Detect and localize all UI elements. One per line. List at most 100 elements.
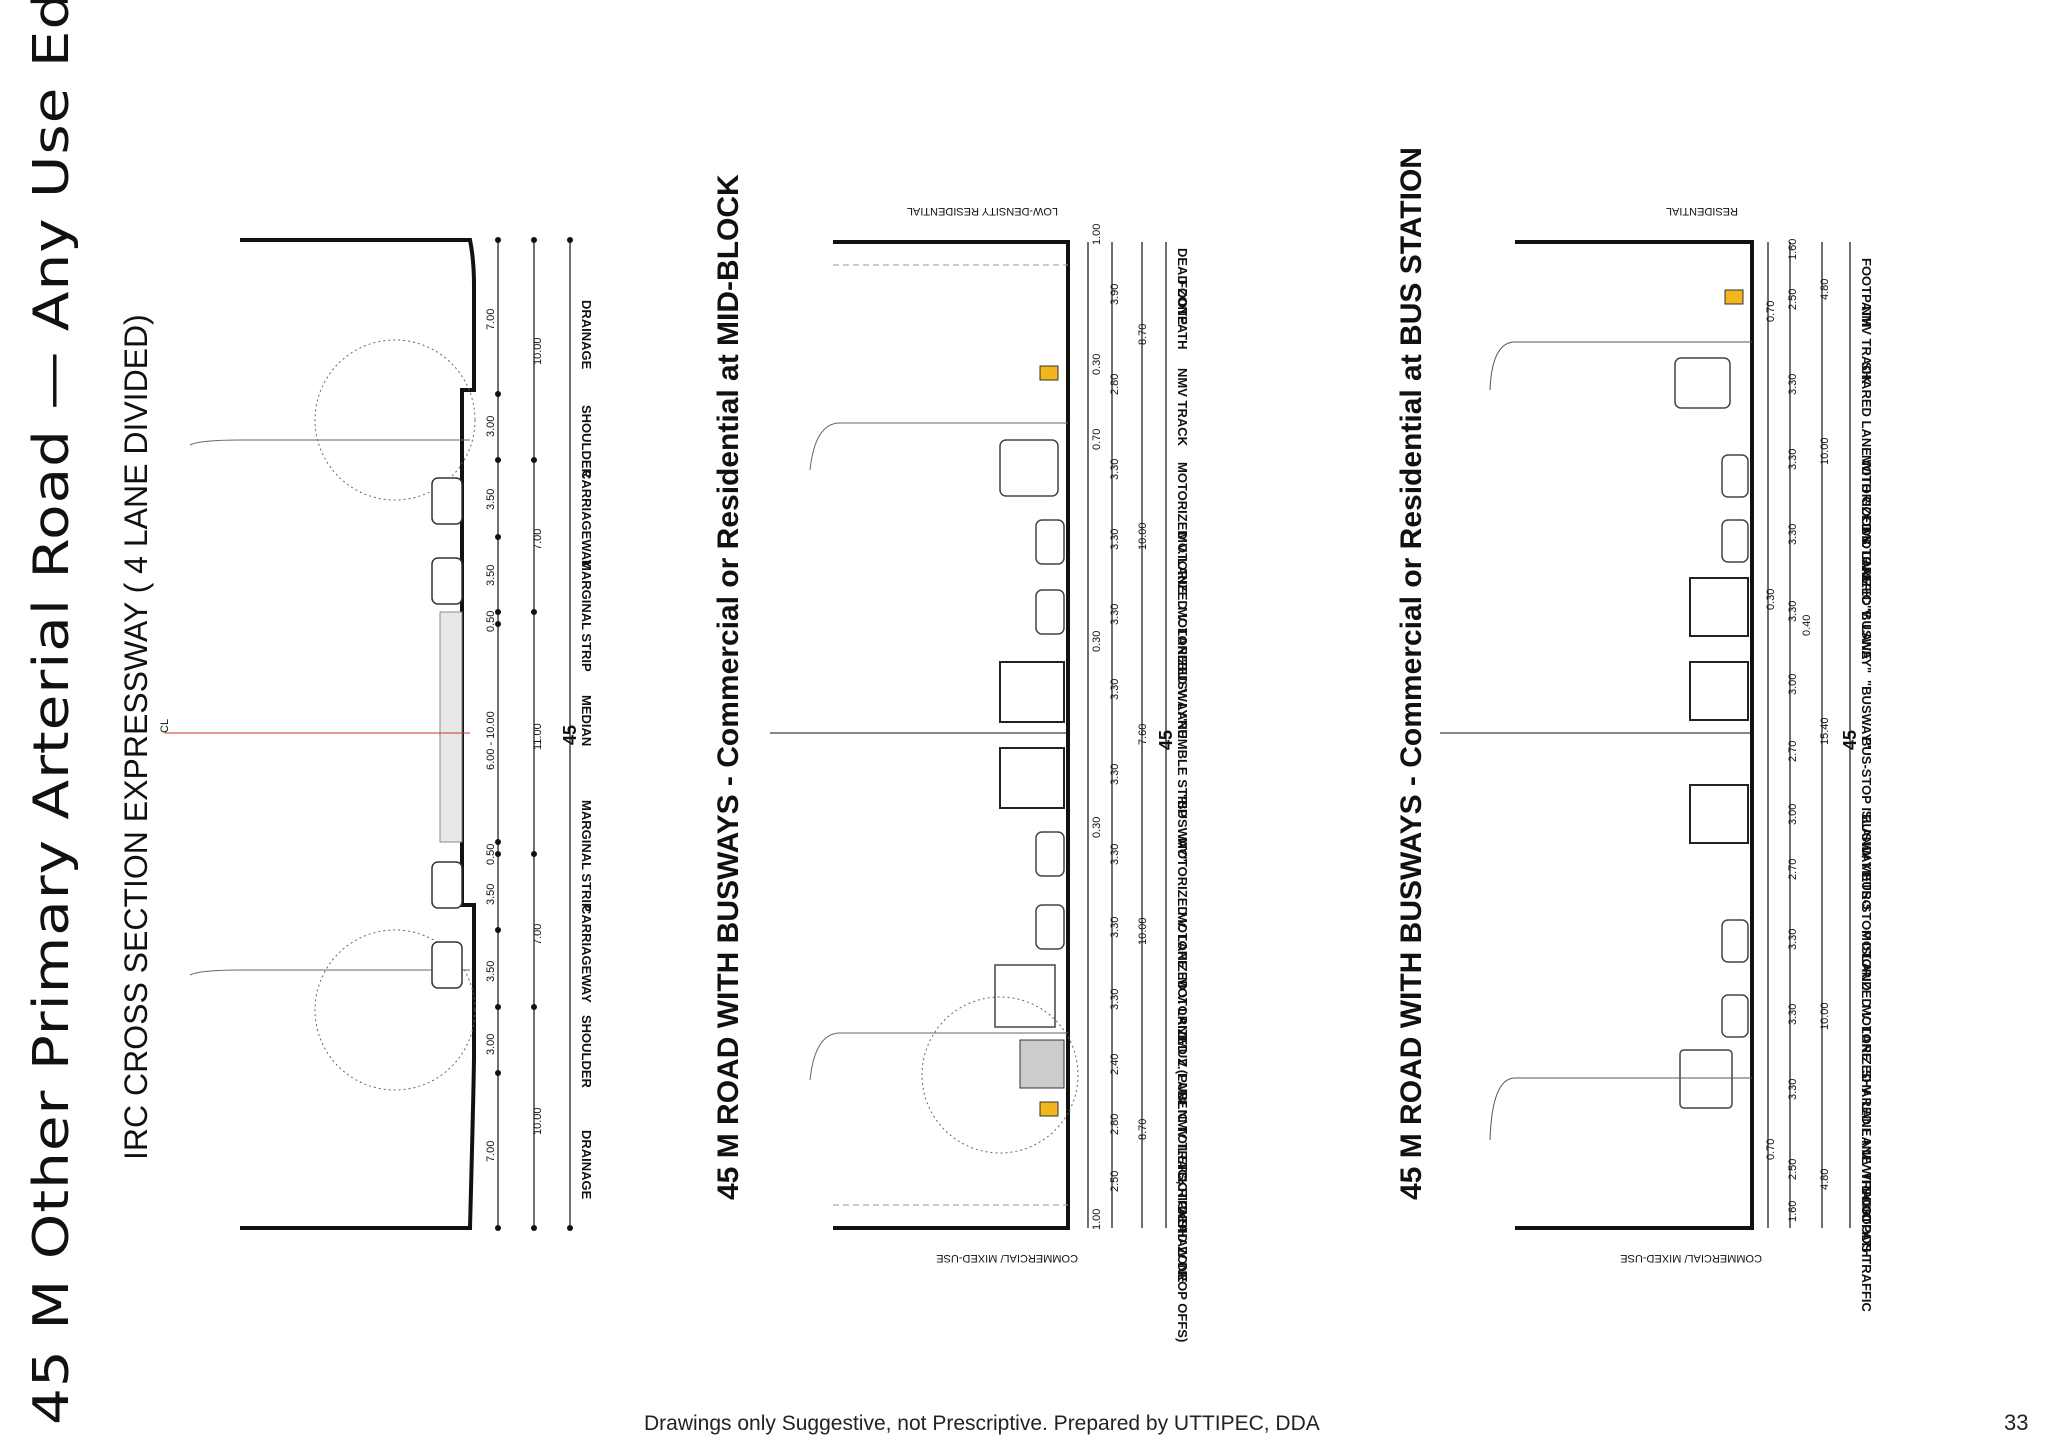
irc-section: CL 7.00 3.00 3.50 3.50 0.50 6.00 - 10.00… bbox=[159, 237, 594, 1231]
dim: 1.00 bbox=[1091, 1209, 1103, 1230]
dim: 3.30 bbox=[1109, 764, 1121, 785]
label: "BUSWAY" bbox=[1859, 680, 1874, 748]
label: DRAINAGE bbox=[579, 1130, 594, 1200]
total-width: 45 bbox=[1156, 730, 1176, 750]
irc-dims-inner: 7.00 3.00 3.50 3.50 0.50 6.00 - 10.00 0.… bbox=[485, 309, 497, 1162]
label: MOTORIZED V. LANE bbox=[1175, 462, 1190, 594]
label: BUS-STOP ISLAND/ METRO bbox=[1859, 737, 1874, 910]
dim: 2.70 bbox=[1787, 741, 1799, 762]
dim: 3.50 bbox=[485, 565, 497, 586]
label: MOTORIZED V. LANE bbox=[1175, 912, 1190, 1044]
total-width: 45 bbox=[1840, 730, 1860, 750]
label: CARRIAGEWAY bbox=[579, 470, 594, 568]
label: MOTORIZED V. LANE bbox=[1175, 532, 1190, 664]
dim: 3.00 bbox=[1787, 674, 1799, 695]
dim: 3.50 bbox=[485, 884, 497, 905]
label: "BUSWAY" bbox=[1175, 794, 1190, 862]
dim: 3.30 bbox=[1109, 989, 1121, 1010]
bus-icon bbox=[999, 661, 1065, 809]
dim: 3.30 bbox=[1787, 524, 1799, 545]
dim: 3.30 bbox=[1787, 449, 1799, 470]
dim: 0.40 bbox=[1801, 615, 1813, 636]
label: NMV TRACK bbox=[1859, 306, 1874, 385]
label: NMV TRACK bbox=[1175, 368, 1190, 447]
edge-label-top: LOW-DENSITY RESIDENTIAL bbox=[907, 205, 1058, 217]
dim: 2.40 bbox=[1109, 1054, 1121, 1075]
label: SHARED LANE WITH GOODS TRAFFIC bbox=[1859, 362, 1874, 605]
label: FOOTPATH bbox=[1859, 258, 1874, 328]
midblock-labels: DEAD ZONE FOOTPATH NMV TRACK MOTORIZED V… bbox=[1175, 248, 1190, 1342]
dim: 4.80 bbox=[1819, 1169, 1831, 1190]
dim: 3.00 bbox=[485, 416, 497, 437]
footer-note: Drawings only Suggestive, not Prescripti… bbox=[644, 1412, 1320, 1435]
edge-label-bottom: COMMERCIAL/ MIXED-USE bbox=[1620, 1252, 1762, 1264]
label: MARGINAL STRIP bbox=[579, 560, 594, 672]
dim: 1.00 bbox=[1091, 224, 1103, 245]
edge-label-top: RESIDENTIAL bbox=[1666, 205, 1738, 217]
rickshaw-icon bbox=[1724, 289, 1744, 305]
busstation-dimension-lines bbox=[1767, 242, 1851, 1228]
dim: 3.30 bbox=[1109, 459, 1121, 480]
irc-road-profile bbox=[240, 238, 476, 1230]
label: MOTORIZED V. LANE bbox=[1859, 930, 1874, 1062]
dim: 2.50 bbox=[1787, 289, 1799, 310]
label: "BUSWAY" bbox=[1859, 605, 1874, 673]
dim: 10.00 bbox=[1819, 437, 1831, 465]
busstation-dims-outer: 4.80 10.00 15.40 10.00 4.80 45 bbox=[1819, 279, 1860, 1190]
dim: 7.60 bbox=[1137, 724, 1149, 745]
dim: 3.30 bbox=[1787, 374, 1799, 395]
dim: 11.00 bbox=[532, 723, 544, 750]
irc-dimension-lines bbox=[497, 240, 571, 1228]
busstation-dims-inner: 1.60 2.50 0.70 3.30 3.30 3.30 0.30 3.30 … bbox=[1765, 239, 1813, 1222]
dim: 2.50 bbox=[1109, 1171, 1121, 1192]
label: SHARED LANE WITH GOODS TRAFFIC bbox=[1859, 1070, 1874, 1313]
busstation-labels: FOOTPATH NMV TRACK SHARED LANE WITH GOOD… bbox=[1859, 258, 1874, 1313]
vehicle-icon bbox=[431, 477, 463, 989]
dim: 2.80 bbox=[1109, 1114, 1121, 1135]
label: DEAD ZONE bbox=[1175, 248, 1190, 325]
dim: 7.00 bbox=[532, 924, 544, 945]
dim: 3.00 bbox=[485, 1034, 497, 1055]
dim: 3.30 bbox=[1109, 844, 1121, 865]
label: BUS-STOP ISLAND bbox=[1859, 872, 1874, 991]
label: "BUSWAY" bbox=[1175, 656, 1190, 724]
muz-kiosk bbox=[1019, 1039, 1065, 1089]
dim: 1.60 bbox=[1787, 239, 1799, 260]
dim: 8.70 bbox=[1137, 324, 1149, 345]
dim: 0.70 bbox=[1091, 429, 1103, 450]
centerline-symbol: CL bbox=[159, 719, 171, 733]
label: MEDIAN bbox=[579, 695, 594, 746]
dim: 0.50 bbox=[485, 844, 497, 865]
label: NMV TRACK bbox=[1175, 1110, 1190, 1189]
dim: 10.00 bbox=[1137, 522, 1149, 550]
label: MOTORIZED V. LANE bbox=[1175, 607, 1190, 739]
label: CARRIAGEWAY bbox=[579, 905, 594, 1003]
dim: 7.00 bbox=[532, 529, 544, 550]
dim: 3.30 bbox=[1109, 604, 1121, 625]
dim: 0.70 bbox=[1765, 1139, 1777, 1160]
irc-dims-outer: 10.00 7.00 11.00 7.00 10.00 45 bbox=[532, 337, 580, 1135]
irc-dimension-ticks bbox=[495, 237, 573, 1231]
dim: 0.30 bbox=[1091, 817, 1103, 838]
midblock-dims-inner: 1.00 3.90 0.30 2.80 0.70 3.30 3.30 3.30 … bbox=[1091, 224, 1121, 1230]
dim: 3.30 bbox=[1109, 529, 1121, 550]
dim: 3.30 bbox=[1109, 679, 1121, 700]
tree-icon bbox=[189, 339, 476, 1091]
dim: 0.50 bbox=[485, 611, 497, 632]
dim: 6.00 - 10.00 bbox=[485, 711, 497, 770]
dim: 3.30 bbox=[1787, 1079, 1799, 1100]
dim: 7.00 bbox=[485, 1141, 497, 1162]
dim: 2.80 bbox=[1109, 374, 1121, 395]
label: "BUSWAY" bbox=[1859, 808, 1874, 876]
dim: 3.30 bbox=[1109, 917, 1121, 938]
dim: 3.30 bbox=[1787, 929, 1799, 950]
dim: 0.70 bbox=[1765, 301, 1777, 322]
label: MOTORIZED V. LANE bbox=[1859, 1005, 1874, 1137]
dim: 0.30 bbox=[1091, 631, 1103, 652]
label: RUMBLE STRIP bbox=[1175, 720, 1190, 818]
irc-median-planting bbox=[439, 611, 463, 843]
dim: 1.60 bbox=[1787, 1201, 1799, 1222]
dim: 3.30 bbox=[1787, 601, 1799, 622]
vehicle-icon bbox=[1674, 357, 1749, 1109]
